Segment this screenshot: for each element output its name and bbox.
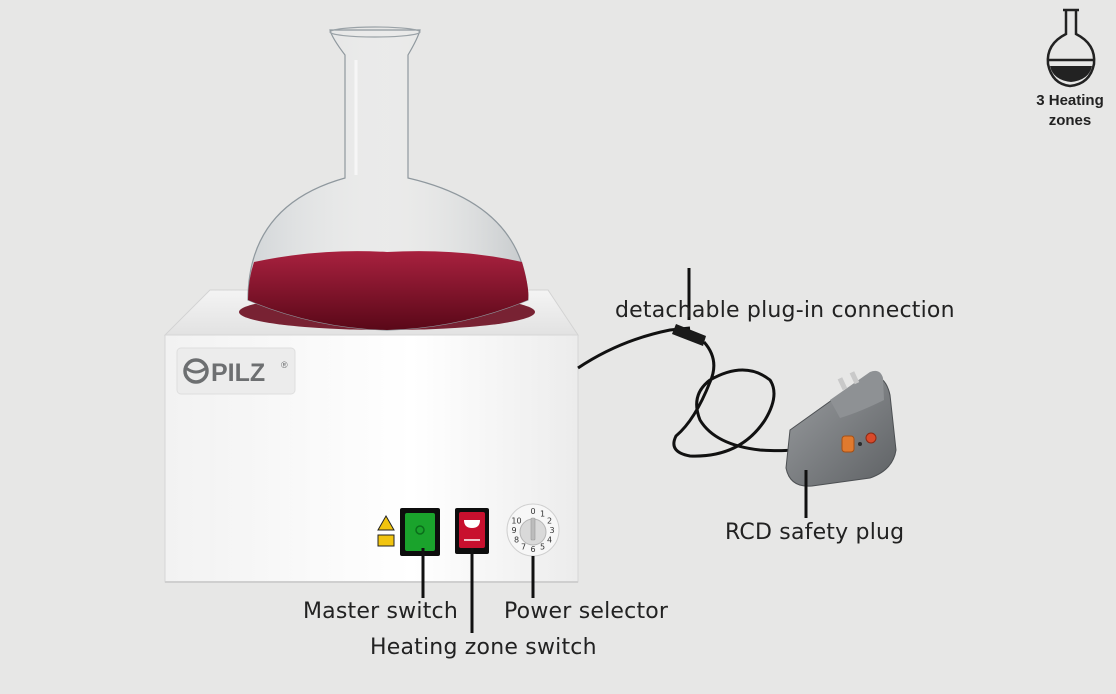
dial-number: 1	[540, 510, 545, 519]
power-cable	[577, 326, 691, 370]
label-rcd-safety-plug: RCD safety plug	[725, 520, 905, 545]
red-liquid	[248, 251, 529, 330]
label-master-switch: Master switch	[303, 599, 458, 624]
label-plug-in-connection: detachable plug-in connection	[615, 298, 955, 323]
dial-number: 8	[514, 536, 519, 545]
dial-number: 0	[530, 507, 535, 516]
dial-number: 10	[511, 517, 521, 526]
rcd-test-button[interactable]	[841, 435, 855, 453]
logo-text: PILZ	[211, 359, 265, 387]
dial-number: 4	[547, 536, 552, 545]
dial-number: 9	[511, 526, 516, 535]
flask-icon	[1046, 8, 1096, 88]
pilz-logo: PILZ ®	[176, 347, 296, 395]
rcd-safety-plug	[785, 370, 897, 487]
warning-label-icon	[377, 514, 395, 547]
plug-in-connector	[672, 324, 706, 346]
rcd-indicator-icon	[865, 432, 877, 444]
registered-mark: ®	[281, 360, 288, 370]
heating-zone-switch[interactable]	[455, 508, 489, 554]
dial-number: 3	[549, 526, 554, 535]
dial-number: 6	[530, 545, 535, 554]
badge-line-2: zones	[1048, 112, 1092, 129]
heating-zones-badge: 3 Heating zones	[1028, 92, 1112, 132]
round-flask	[239, 26, 535, 331]
coiled-cable	[672, 341, 801, 458]
dial-number: 5	[540, 543, 545, 552]
label-power-selector: Power selector	[504, 599, 669, 624]
dial-number: 2	[547, 517, 552, 526]
label-heating-zone-switch: Heating zone switch	[370, 635, 597, 660]
master-switch[interactable]	[400, 508, 440, 556]
dial-number: 7	[521, 543, 526, 552]
badge-line-1: 3 Heating	[1036, 92, 1104, 109]
